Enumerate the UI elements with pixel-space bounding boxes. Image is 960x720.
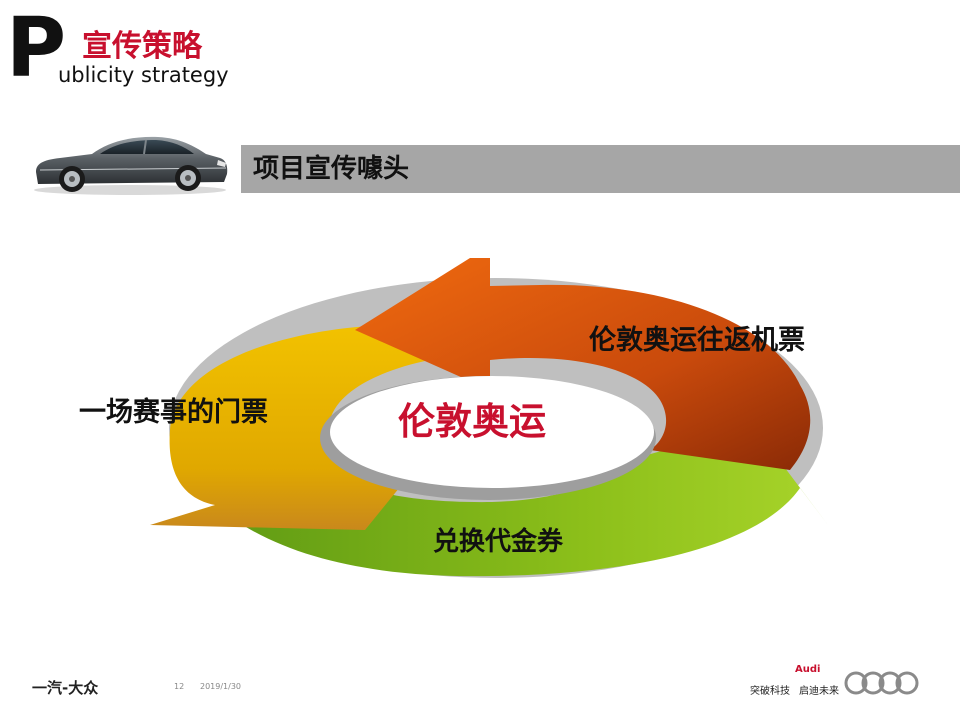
- audi-slogan-2: 启迪未来: [799, 686, 839, 697]
- cycle-label-flight-tickets: 伦敦奥运往返机票: [589, 325, 805, 356]
- page-number: 12: [174, 682, 185, 691]
- page-title-english: ublicity strategy: [58, 63, 229, 87]
- car-image: [34, 136, 228, 195]
- cycle-label-event-tickets: 一场赛事的门票: [79, 397, 268, 428]
- section-heading-bar: 项目宣传噱头: [241, 145, 960, 193]
- slide-date: 2019/1/30: [200, 682, 242, 691]
- section-heading: 项目宣传噱头: [253, 154, 410, 184]
- cycle-label-vouchers: 兑换代金券: [433, 527, 564, 557]
- audi-brand-text: Audi: [795, 664, 821, 675]
- audi-rings-icon: [844, 671, 919, 695]
- faw-vw-logo: 一汽-大众: [32, 679, 99, 697]
- cycle-arrow-orange: [355, 258, 811, 470]
- cycle-arrow-yellow: [150, 324, 430, 530]
- audi-brand-block: Audi 突破科技 启迪未来: [748, 664, 928, 704]
- page-title-chinese: 宣传策略: [82, 29, 202, 64]
- cycle-center-label: 伦敦奥运: [398, 400, 546, 443]
- title-initial-letter: P: [6, 1, 66, 96]
- audi-slogan-1: 突破科技: [750, 686, 790, 697]
- cycle-arrow-green: [215, 448, 828, 577]
